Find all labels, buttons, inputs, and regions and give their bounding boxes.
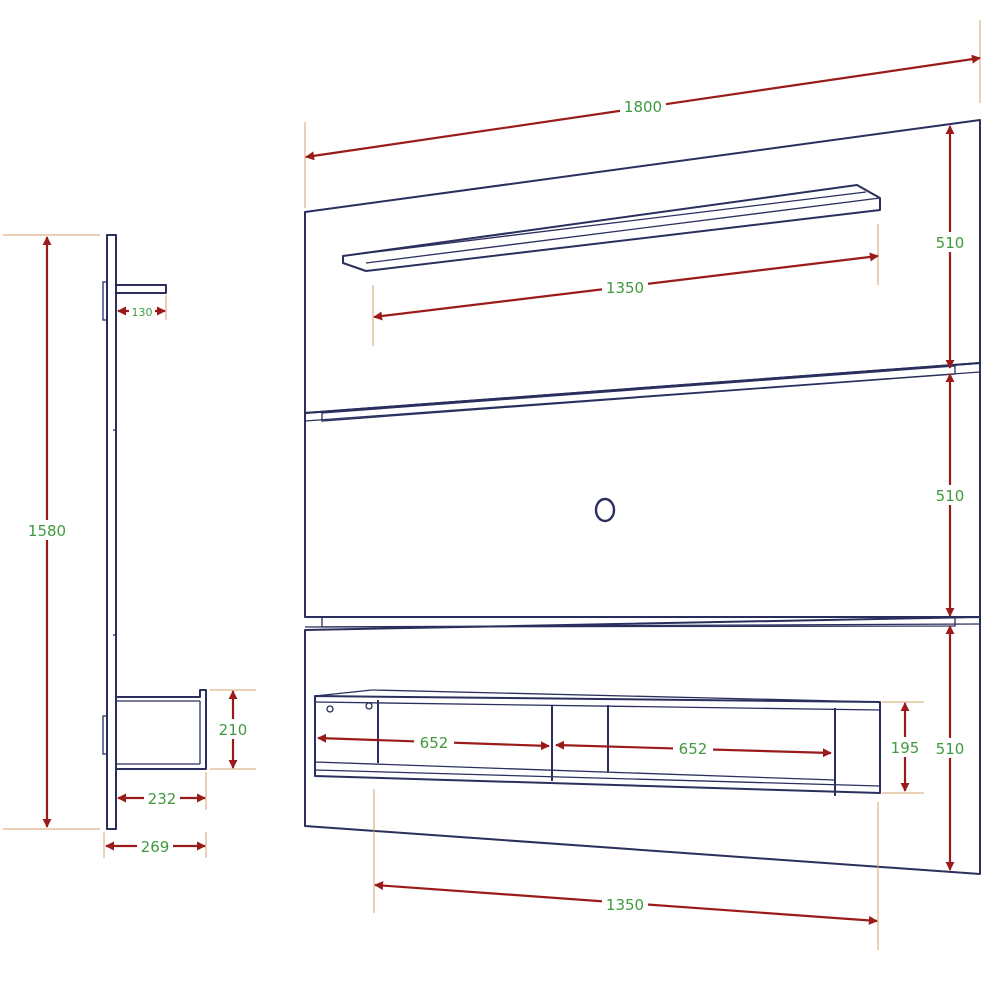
dim-rack-left-niche: 652 [317, 732, 550, 752]
label-rack-width: 1350 [606, 896, 644, 914]
cable-hole [594, 497, 616, 523]
label-rack-height: 195 [891, 739, 920, 757]
side-view: 1580 130 210 232 [3, 234, 256, 858]
middle-panel [304, 362, 981, 618]
dim-overall-width: 1800 [304, 20, 981, 208]
label-bottom-panel-height: 510 [936, 740, 965, 758]
label-top-panel-height: 510 [936, 234, 965, 252]
dim-side-rack-height: 210 [210, 689, 256, 770]
label-side-total-depth: 269 [141, 838, 170, 856]
label-rack-right-niche: 652 [679, 740, 708, 758]
dim-side-total-height: 1580 [3, 234, 100, 830]
side-panel [106, 234, 117, 830]
label-side-rack-depth: 232 [148, 790, 177, 808]
label-top-shelf-width: 1350 [606, 279, 644, 297]
screw-icon [326, 705, 334, 713]
panel-gap-top [304, 365, 981, 422]
bottom-panel [304, 616, 981, 875]
tv-rack [314, 689, 881, 796]
dim-bottom-panel-height: 510 [932, 625, 968, 871]
side-rack [102, 689, 207, 770]
top-floating-shelf [342, 184, 881, 272]
dim-top-panel-height: 510 [932, 125, 968, 369]
label-side-shelf-depth: 130 [132, 306, 153, 319]
dim-middle-panel-height: 510 [932, 373, 968, 617]
front-view: 1800 1350 510 510 510 [304, 20, 981, 950]
side-shelf [115, 284, 167, 294]
label-middle-panel-height: 510 [936, 487, 965, 505]
panel-gap-bottom [304, 616, 981, 628]
dim-rack-height: 195 [882, 701, 924, 794]
label-side-rack-height: 210 [219, 721, 248, 739]
label-side-total-height: 1580 [28, 522, 66, 540]
screw-icon [365, 702, 373, 710]
dim-side-shelf-depth: 130 [117, 295, 167, 320]
dim-rack-right-niche: 652 [555, 738, 832, 758]
dim-top-shelf-width: 1350 [372, 224, 879, 346]
label-rack-left-niche: 652 [420, 734, 449, 752]
dim-side-total-depth: 269 [103, 832, 207, 858]
label-overall-width: 1800 [624, 98, 662, 116]
dim-side-rack-depth: 232 [117, 772, 207, 810]
dim-rack-width: 1350 [373, 789, 879, 950]
